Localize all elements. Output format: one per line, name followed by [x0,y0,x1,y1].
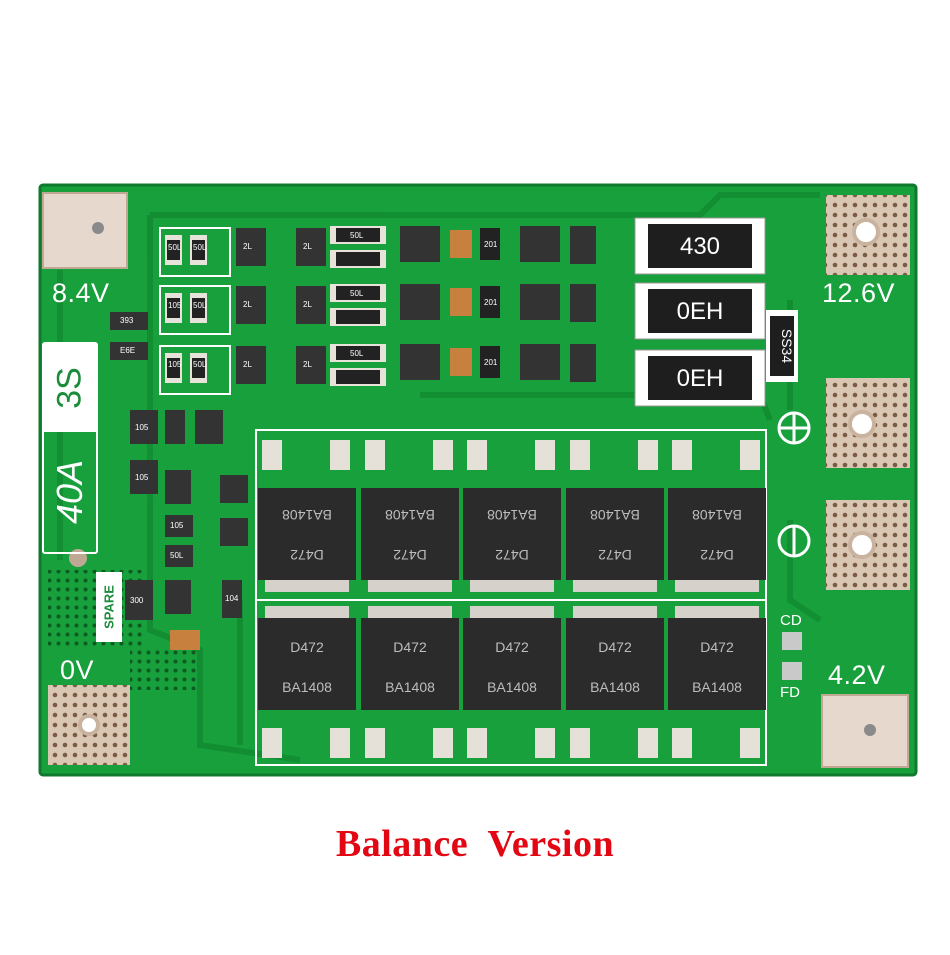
smd-marking: 50L [350,231,364,240]
svg-text:BA1408: BA1408 [487,507,537,523]
pad-label-0v: 0V [60,655,95,685]
smd-marking: 300 [130,596,144,605]
smd-markings: 50L 50L 2L 2L 50L 201 105 50L 2L 2L 50L … [120,231,498,605]
svg-text:0EH: 0EH [677,298,724,325]
smd-marking: 105 [168,301,182,310]
smd-marking: 50L [193,360,207,369]
smd-marking: E6E [120,346,136,355]
spare-label: SPARE [101,585,117,629]
svg-text:D472: D472 [290,639,324,655]
svg-text:D472: D472 [393,639,427,655]
svg-text:D472: D472 [495,547,529,563]
svg-text:D472: D472 [290,547,324,563]
smd-marking: 2L [243,360,252,369]
series-count-box: 3S [44,344,96,432]
smd-marking: 50L [193,301,207,310]
svg-text:BA1408: BA1408 [487,679,537,695]
pad-8v4 [42,192,128,269]
series-count-text: 3S [50,367,89,409]
svg-text:D472: D472 [700,639,734,655]
balance-rows [159,226,596,395]
smd-marking: 2L [303,242,312,251]
smd-marking: 2L [243,300,252,309]
current-rating-box: 40A [44,432,96,552]
smd-marking: 50L [168,243,182,252]
svg-text:BA1408: BA1408 [385,679,435,695]
svg-text:BA1408: BA1408 [282,679,332,695]
svg-text:430: 430 [680,233,720,260]
smd-marking: 201 [484,240,498,249]
spare-label-box: SPARE [96,572,122,642]
smd-marking: 50L [350,289,364,298]
svg-text:BA1408: BA1408 [692,679,742,695]
svg-text:BA1408: BA1408 [590,507,640,523]
smd-marking: 105 [135,423,149,432]
svg-text:D472: D472 [700,547,734,563]
mosfet-bottom-labels: D472 BA1408 D472 BA1408 D472 BA1408 D472… [282,639,742,695]
pad-label-12v6: 12.6V [822,278,896,308]
shunt-resistor-labels: 430 0EH 0EH [677,233,724,392]
smd-marking: 105 [170,521,184,530]
pad-label-8v4: 8.4V [52,278,110,308]
smd-marking: 201 [484,298,498,307]
diode-marking: SS34 [779,329,795,363]
svg-text:BA1408: BA1408 [590,679,640,695]
smd-marking: 2L [303,300,312,309]
svg-text:BA1408: BA1408 [385,507,435,523]
svg-text:0EH: 0EH [677,365,724,392]
current-rating-text: 40A [49,459,90,525]
svg-text:BA1408: BA1408 [282,507,332,523]
svg-text:BA1408: BA1408 [692,507,742,523]
mosfet-top-row [258,440,766,592]
smd-marking: 50L [193,243,207,252]
smd-marking: 50L [170,551,184,560]
svg-text:D472: D472 [598,547,632,563]
mosfet-top-labels: BA1408 D472 BA1408 D472 BA1408 D472 BA14… [282,507,742,563]
cd-label: CD [780,612,802,629]
smd-marking: 105 [135,473,149,482]
svg-text:D472: D472 [393,547,427,563]
smd-marking: 105 [168,360,182,369]
smd-marking: 2L [243,242,252,251]
svg-text:D472: D472 [495,639,529,655]
spec-badge: 3S 40A [42,342,98,554]
mosfet-bottom-row [258,606,766,758]
smd-marking: 104 [225,594,239,603]
caption: Balance Version [335,823,615,865]
smd-marking: 50L [350,349,364,358]
svg-text:D472: D472 [598,639,632,655]
shunt-resistors [634,217,766,407]
pad-label-4v2: 4.2V [828,660,886,690]
smd-marking: 393 [120,316,134,325]
fd-label: FD [780,684,800,701]
smd-marking: 2L [303,360,312,369]
smd-marking: 201 [484,358,498,367]
